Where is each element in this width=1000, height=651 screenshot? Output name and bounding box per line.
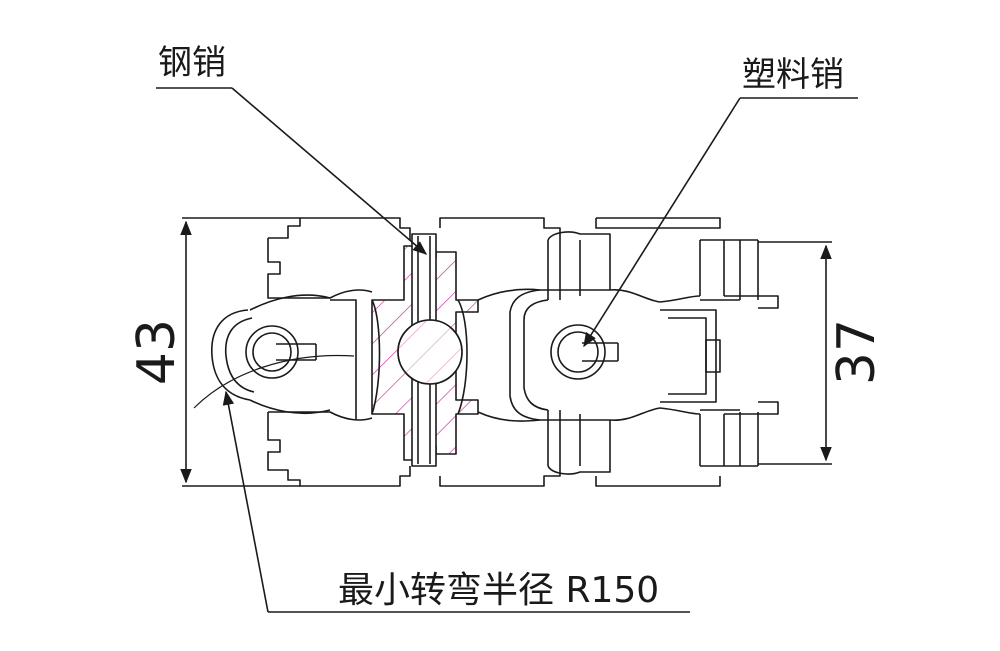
middle-link xyxy=(439,217,721,487)
steel-pin-leader xyxy=(156,87,428,255)
dimension-37 xyxy=(758,241,832,465)
dimension-43-label: 43 xyxy=(127,319,187,385)
right-link xyxy=(659,239,779,467)
dimension-43 xyxy=(180,217,300,487)
plastic-pin-label: 塑料销 xyxy=(742,55,844,95)
radius-leader xyxy=(222,390,690,613)
steel-pin-label: 钢销 xyxy=(158,43,226,83)
radius-label: 最小转弯半径 R150 xyxy=(338,570,659,611)
steel-pin-section xyxy=(371,233,479,467)
left-link xyxy=(193,217,411,487)
plastic-pin-leader xyxy=(583,97,858,348)
dimension-37-label: 37 xyxy=(827,319,887,385)
